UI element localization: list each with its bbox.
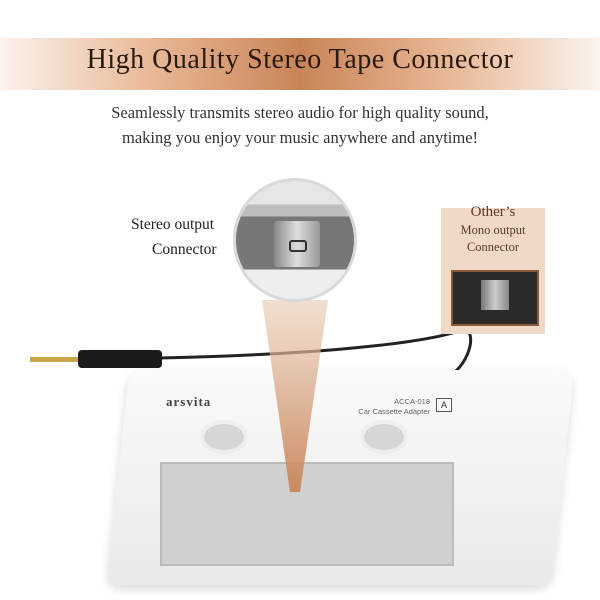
side-label: A (436, 398, 452, 412)
tape-head-area (160, 462, 454, 566)
other-line-2: Mono output (460, 223, 526, 237)
reel-hole-right (360, 420, 408, 454)
stereo-callout-line-2: Connector (152, 241, 217, 258)
stereo-connector-zoom (233, 178, 357, 302)
subtitle-line-1: Seamlessly transmits stereo audio for hi… (111, 103, 489, 122)
other-line-3: Connector (466, 240, 520, 254)
stereo-callout-line-1: Stereo output (131, 216, 215, 233)
reel-hole-left (200, 420, 248, 454)
title-banner (0, 38, 600, 90)
page-title: High Quality Stereo Tape Connector (86, 44, 514, 75)
brand-logo: arsvita (166, 394, 212, 409)
stereo-head-image (274, 221, 320, 267)
other-label: Other’s (470, 204, 516, 220)
subtitle-line-2: making you enjoy your music anywhere and… (121, 128, 479, 147)
model-number: ACCA-018 (394, 397, 430, 406)
other-mono-box: Other’s Mono output Connector (441, 204, 545, 334)
model-description: Car Cassette Adapter (358, 407, 430, 416)
mono-connector-image (451, 270, 539, 326)
